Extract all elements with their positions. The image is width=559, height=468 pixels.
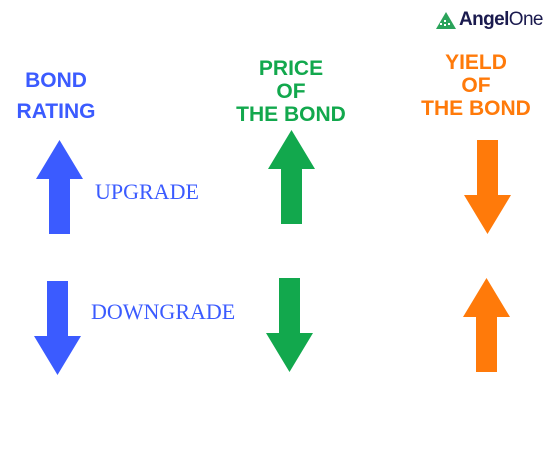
downgrade-label: DOWNGRADE <box>91 299 236 324</box>
price-heading-line2: OF <box>276 80 306 103</box>
rating-upgrade-arrow-icon <box>36 140 83 234</box>
price-falls-arrow-icon <box>266 278 313 372</box>
yield-of-bond-heading: YIELD OF THE BOND <box>414 51 538 120</box>
angel-one-logo: AngelOne <box>436 9 544 31</box>
yield-rises-arrow-icon <box>463 278 510 372</box>
yield-heading-line1: YIELD <box>445 51 507 74</box>
arrow-shape <box>34 281 81 375</box>
bond-rating-heading: BOND RATING <box>6 65 106 127</box>
arrow-shape <box>266 278 313 372</box>
yield-heading-line3: THE BOND <box>421 97 531 120</box>
bond-rating-heading-line2: RATING <box>16 100 96 123</box>
price-heading-line3: THE BOND <box>236 103 346 126</box>
upgrade-label: UPGRADE <box>95 179 199 204</box>
price-heading-line1: PRICE <box>258 57 324 80</box>
brand-name-bold: Angel <box>459 9 509 30</box>
brand-name-regular: One <box>508 9 544 30</box>
arrow-shape <box>36 140 83 234</box>
yield-falls-arrow-icon <box>464 140 511 234</box>
arrow-shape <box>268 130 315 224</box>
yield-heading-line2: OF <box>461 74 491 97</box>
arrow-shape <box>463 278 510 372</box>
price-rises-arrow-icon <box>268 130 315 224</box>
price-of-bond-heading: PRICE OF THE BOND <box>230 57 352 126</box>
brand-name: AngelOne <box>459 9 544 31</box>
bond-rating-heading-line1: BOND <box>25 69 87 92</box>
arrow-shape <box>464 140 511 234</box>
rating-downgrade-arrow-icon <box>34 281 81 375</box>
angel-one-logo-icon <box>436 11 456 29</box>
